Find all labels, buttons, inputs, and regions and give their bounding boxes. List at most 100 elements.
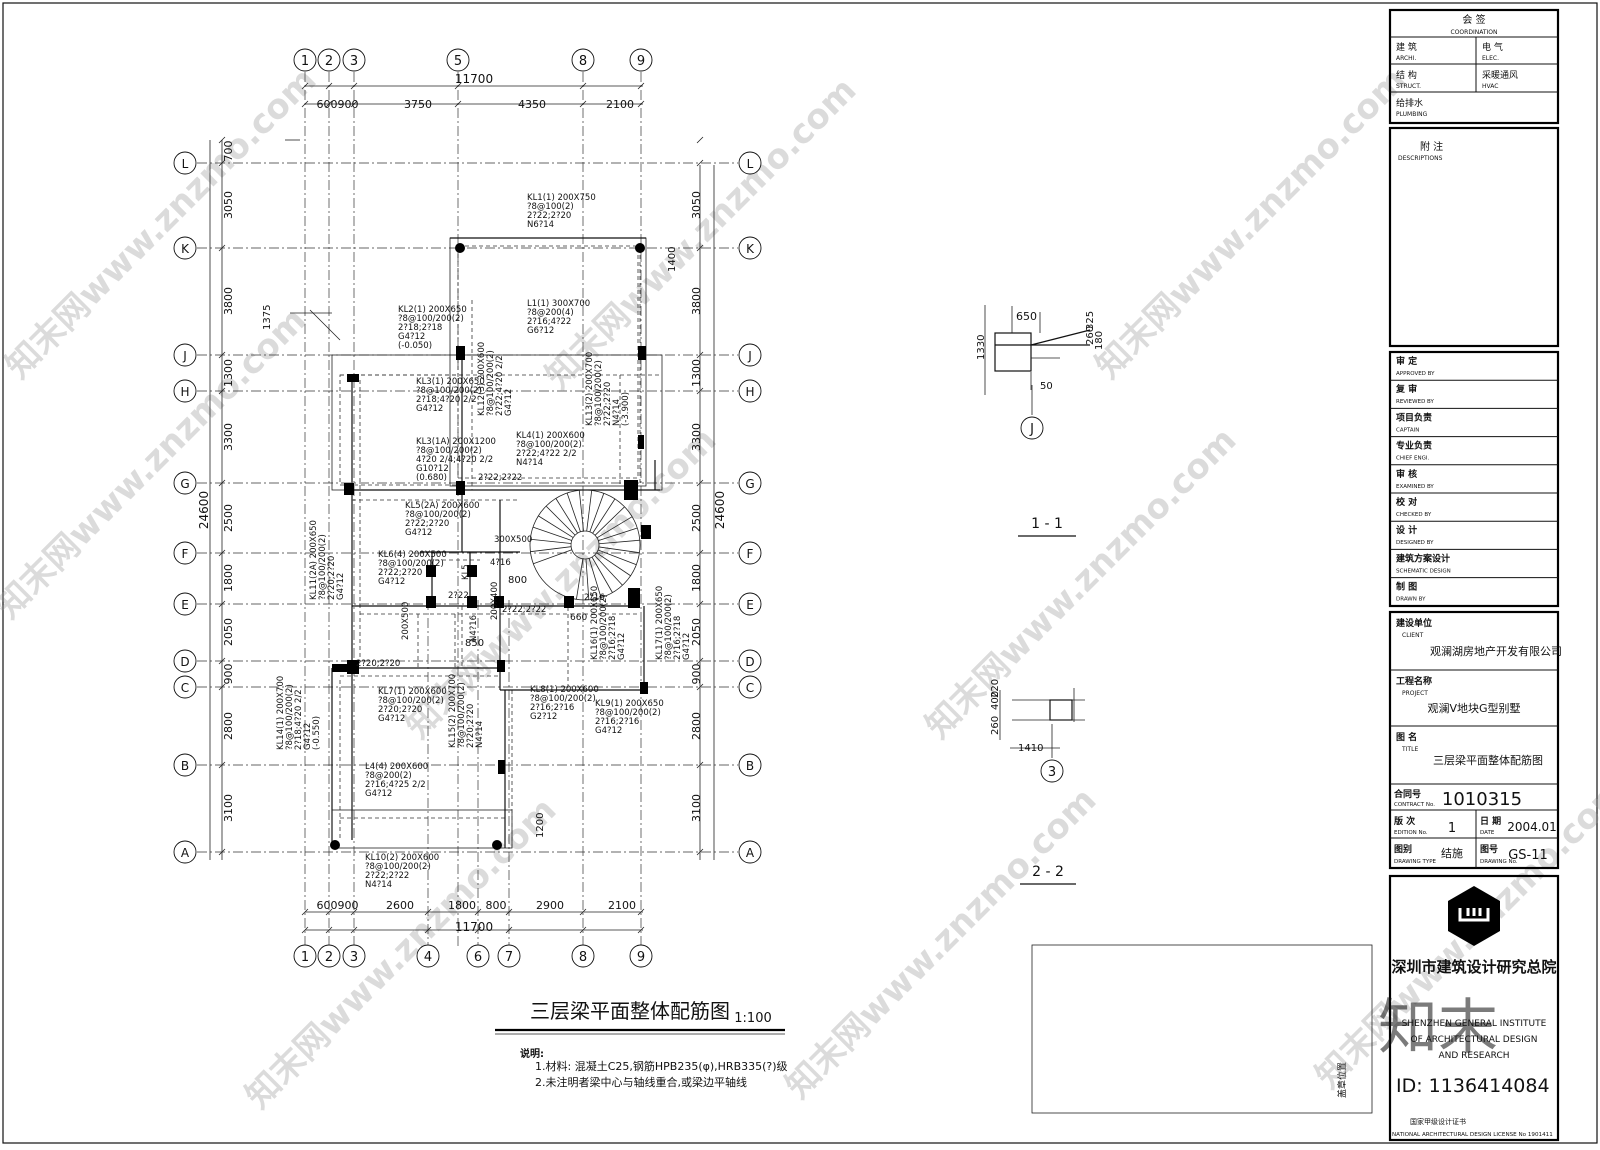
- watermark-text: 知末网www.znzmo.com: [778, 780, 1104, 1106]
- dim-text: 50: [1040, 381, 1053, 392]
- grid-axis-label: G: [745, 477, 754, 491]
- dim-text: 700: [222, 141, 235, 162]
- beam-label-line: G4?12: [365, 789, 392, 799]
- beam-label-line: G4?12: [398, 332, 425, 342]
- institute-name: 深圳市建筑设计研究总院: [1391, 958, 1556, 976]
- beam-label-line: ?8@200(2): [365, 771, 412, 781]
- grid-axis-label: 9: [637, 54, 645, 69]
- grid-axis-label: C: [746, 681, 754, 695]
- watermark-id: ID: 1136414084: [1396, 1075, 1550, 1097]
- signature-label-en: REVIEWED BY: [1396, 399, 1435, 405]
- dim-text: 1800: [690, 564, 703, 592]
- beam-label-line: 2?18;4?20 2/2: [294, 689, 304, 750]
- beam-label-line: ?8@100/200(2): [664, 594, 674, 660]
- beam-annotations: KL1(1) 200X750?8@100(2)2?22;2?20N6?14L1(…: [276, 193, 692, 890]
- beam-label-line: 2?22;2?20: [378, 568, 422, 578]
- drawing-type-label-en: DRAWING TYPE: [1394, 859, 1437, 865]
- grid-axis-col-bottom-6: 6: [466, 600, 490, 968]
- signature-label: 项目负责: [1396, 411, 1432, 423]
- signature-label: 制 图: [1396, 581, 1417, 593]
- small-label: 200X400: [490, 582, 500, 620]
- beam-label-line: 2?16;4?25 2/2: [365, 780, 426, 790]
- grid-axis-label: B: [181, 759, 189, 773]
- beam-label-line: ?8@100/200(2): [365, 862, 431, 872]
- tb-cell-label: 结 构: [1396, 69, 1417, 81]
- dim-text: 180: [1094, 331, 1105, 350]
- stamp-box-label: 盖章位置: [1336, 1062, 1348, 1098]
- beam-label-kl14: KL14(1) 200X700?8@100/200(2)2?18;4?20 2/…: [276, 676, 322, 750]
- beam-label-line: G4?12: [504, 389, 514, 416]
- grid-axis-label: C: [181, 681, 189, 695]
- beam-label-line: G4?12: [336, 573, 346, 600]
- beam-label-line: KL14(1) 200X700: [276, 676, 286, 750]
- beam-label-line: 2?16;2?16: [595, 717, 639, 727]
- dim-text: 1300: [222, 359, 235, 387]
- dim-text: 1400: [667, 247, 678, 272]
- signature-label: 审 定: [1396, 355, 1418, 367]
- grid-axis-label: 4: [424, 950, 432, 965]
- dim-text: 260: [990, 716, 1001, 735]
- beam-label-line: G2?12: [530, 712, 557, 722]
- beam-label-line: G6?12: [527, 326, 554, 336]
- drawing-type-label: 图别: [1394, 843, 1412, 855]
- columns: [330, 243, 651, 850]
- date-value: 2004.01: [1507, 820, 1557, 834]
- dim-text: 3100: [690, 794, 703, 822]
- dim-text: 1375: [262, 305, 273, 330]
- grid-axis-col-bottom-1: 1: [293, 944, 317, 968]
- dim-text: 3800: [222, 287, 235, 315]
- brand-watermark: 知末: [1378, 993, 1498, 1063]
- beam-label-line: KL16(1) 200X650: [590, 586, 600, 660]
- coordination-subtitle: COORDINATION: [1451, 29, 1498, 36]
- dim-text: 2500: [690, 504, 703, 532]
- beam-label-line: 2?20;2?20: [466, 704, 476, 748]
- small-label: 2?20;2?20: [356, 659, 400, 669]
- beam-label-line: ?8@100/200(2): [599, 594, 609, 660]
- dim-text: 2050: [690, 618, 703, 646]
- dim-text: 3750: [404, 98, 432, 111]
- dim-text: 1800: [448, 899, 476, 912]
- grid-axis-col-3: 3: [342, 48, 366, 948]
- dim-text: 1410: [1018, 743, 1043, 754]
- beam-label-line: G4?12: [405, 528, 432, 538]
- beam-label-kl6: KL6(4) 200X500?8@100/200(2)2?22;2?20G4?1…: [378, 550, 447, 587]
- beam-label-line: KL17(1) 200X650: [655, 586, 665, 660]
- grid-axis-label: F: [747, 547, 754, 561]
- grid-axis-label: H: [745, 385, 754, 399]
- small-label: KL5: [461, 564, 471, 580]
- beam-label-line: ?8@100/200(2): [398, 314, 464, 324]
- section-2-axis: 3: [1048, 765, 1056, 780]
- beam-label-line: 2?22;2?22: [365, 871, 409, 881]
- beam-label-kl3a: KL3(1A) 200X1200?8@100/200(2)4?20 2/4;4?…: [416, 437, 496, 483]
- small-annotations: 2?22;2?222?20;2?20300X5002?22;2?22200X40…: [356, 473, 605, 669]
- dim-text: 600: [317, 98, 338, 111]
- beam-label-line: 2?16;4?22: [527, 317, 571, 327]
- note-2: 2.未注明者梁中心与轴线重合,或梁边平轴线: [535, 1075, 747, 1089]
- title-label-en: TITLE: [1401, 746, 1418, 753]
- signature-label: 校 对: [1396, 496, 1417, 508]
- stamp-box: [1031, 944, 1373, 1114]
- beam-label-l4: L4(4) 200X600?8@200(2)2?16;4?25 2/2G4?12: [365, 762, 428, 799]
- grid-axis-label: A: [746, 846, 755, 860]
- beam-label-line: ?8@100/200(2): [318, 534, 328, 600]
- beam-label-line: ?8@100(2): [527, 202, 574, 212]
- grid-axis-label: L: [747, 157, 754, 171]
- signature-label: 建筑方案设计: [1396, 552, 1450, 564]
- drawing-number-label-en: DRAWING No.: [1480, 859, 1518, 865]
- beam-label-line: 2?16;2?18: [673, 616, 683, 660]
- small-label: 2?22;2?22: [502, 605, 546, 615]
- dim-text: 1800: [222, 564, 235, 592]
- beam-label-line: N4?14: [365, 880, 392, 890]
- signature-label-en: CAPTAIN: [1396, 427, 1419, 433]
- tb-cell-label: ELEC.: [1482, 55, 1499, 62]
- tb-cell-label: HVAC: [1482, 83, 1498, 90]
- tb-cell-label: 给排水: [1396, 97, 1423, 109]
- descriptions-label-en: DESCRIPTIONS: [1398, 155, 1443, 162]
- beam-label-line: ?8@100/200(2): [516, 440, 582, 450]
- descriptions-label: 附 注: [1420, 140, 1443, 153]
- beam-label-line: N6?14: [527, 220, 554, 230]
- beam-label-line: ?8@100/200(2): [405, 510, 471, 520]
- beam-label-line: L4(4) 200X600: [365, 762, 428, 772]
